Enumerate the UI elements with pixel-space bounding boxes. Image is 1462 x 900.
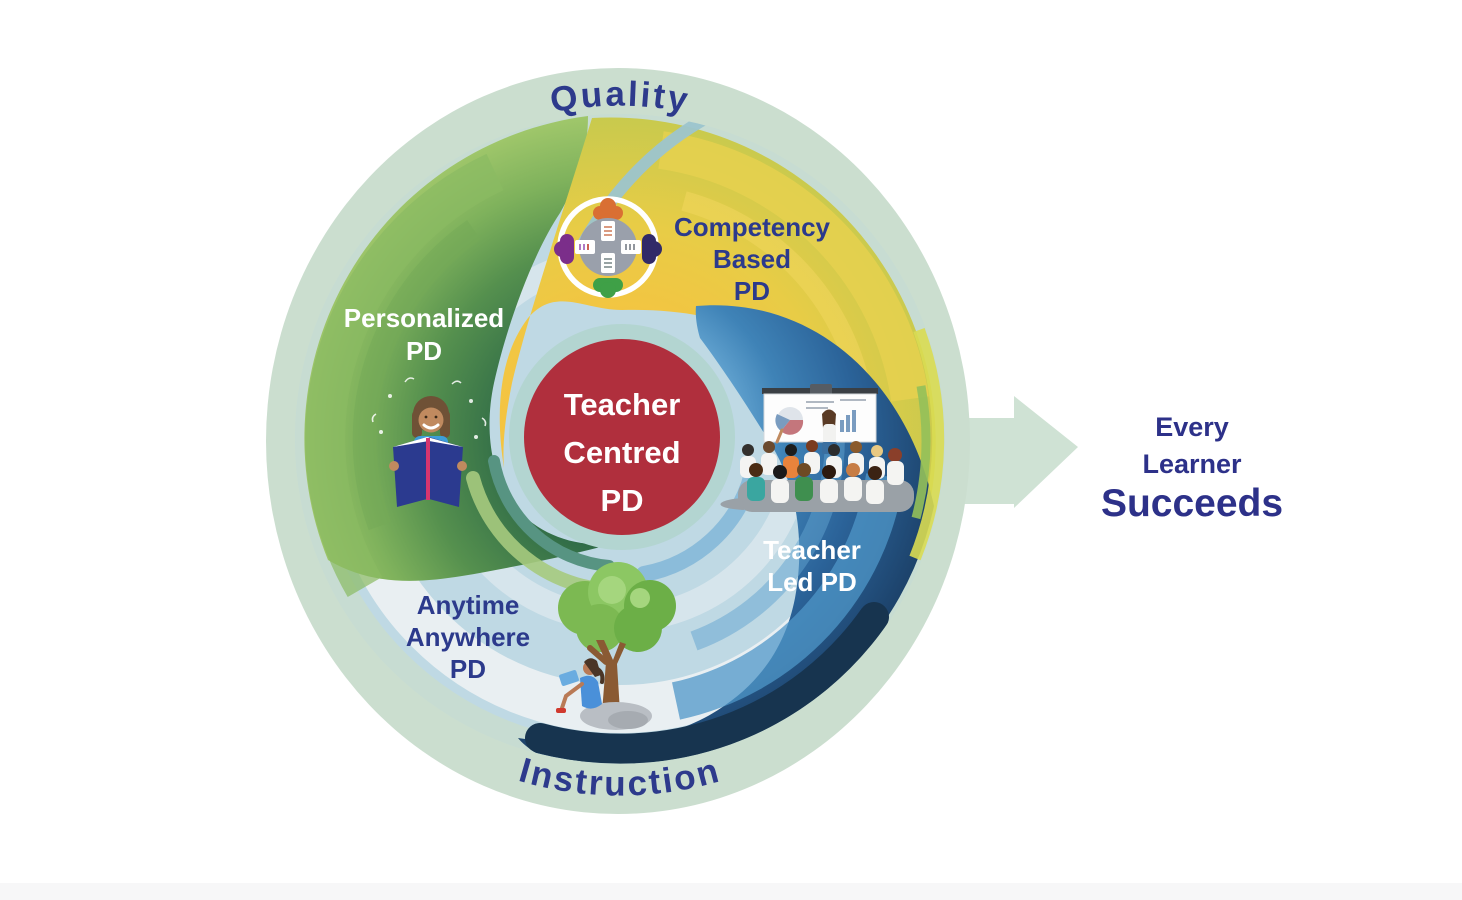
center-circle	[509, 324, 735, 550]
classroom-presentation-icon	[720, 384, 914, 512]
reading-teacher-icon	[371, 377, 487, 507]
quality-arc-label: Quality	[547, 75, 693, 121]
tree-reader-icon	[556, 562, 676, 730]
page-footer-strip	[0, 883, 1462, 900]
group-table-icon	[554, 196, 662, 298]
right-arrow-icon	[948, 396, 1078, 508]
